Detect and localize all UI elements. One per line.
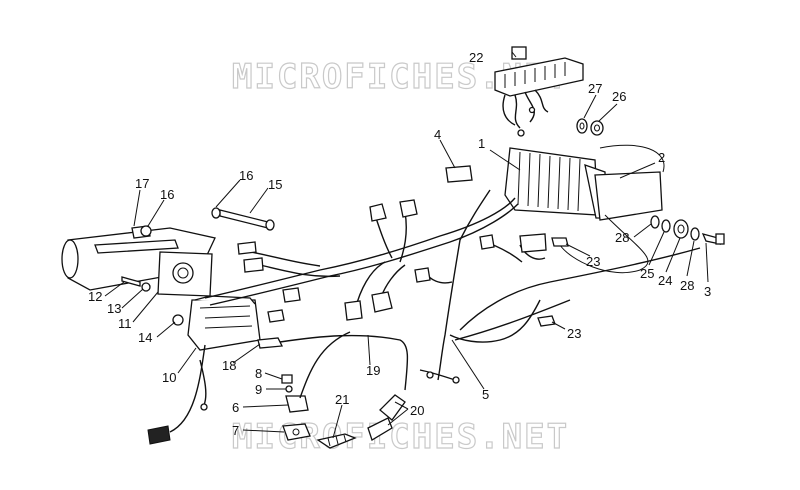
callout-23-lower: 23 xyxy=(567,326,581,341)
part-23-clip-upper xyxy=(551,237,569,247)
left-bracket-assembly xyxy=(61,227,216,297)
callout-16-left: 16 xyxy=(160,187,174,202)
callout-20: 20 xyxy=(410,403,424,418)
callout-7: 7 xyxy=(232,423,239,438)
callout-5: 5 xyxy=(482,387,489,402)
callout-2: 2 xyxy=(658,150,665,165)
part-14-nut xyxy=(172,314,184,326)
part-27-grommet xyxy=(576,118,588,134)
callout-17: 17 xyxy=(135,176,149,191)
callout-13: 13 xyxy=(107,301,121,316)
callout-10: 10 xyxy=(162,370,176,385)
part-8-screw xyxy=(281,374,293,384)
callout-23-upper: 23 xyxy=(586,254,600,269)
callout-28-upper: 28 xyxy=(615,230,629,245)
part-18-cap xyxy=(257,337,284,349)
callout-26: 26 xyxy=(612,89,626,104)
part-28-washer xyxy=(650,215,660,229)
part-28b-washer xyxy=(690,227,700,241)
callout-21: 21 xyxy=(335,392,349,407)
part-7-plate xyxy=(282,423,311,441)
part-12-screw xyxy=(121,276,141,287)
part-26-nut xyxy=(590,120,604,136)
watermark-bottom: MICROFICHES.NET xyxy=(232,417,569,457)
callout-14: 14 xyxy=(138,330,152,345)
callout-27: 27 xyxy=(588,81,602,96)
part-16-nut-top xyxy=(211,207,221,219)
ground-connector xyxy=(147,425,171,445)
part-24-grommet xyxy=(673,219,689,239)
part-16-nut-left xyxy=(140,225,152,237)
part-13-washer xyxy=(141,282,151,292)
callout-28-lower: 28 xyxy=(680,278,694,293)
leader-lines xyxy=(104,51,709,439)
callout-25: 25 xyxy=(640,266,654,281)
callout-22: 22 xyxy=(469,50,483,65)
callout-labels: 22 1 2 4 27 26 28 25 24 28 3 23 23 5 17 … xyxy=(88,50,711,438)
part-2-bracket xyxy=(594,171,663,221)
callout-1: 1 xyxy=(478,136,485,151)
callout-8: 8 xyxy=(255,366,262,381)
main-wiring-harness xyxy=(204,189,701,381)
callout-19: 19 xyxy=(366,363,380,378)
callout-12: 12 xyxy=(88,289,102,304)
part-20-plug-cap xyxy=(379,394,406,421)
part-10-coil xyxy=(187,295,261,351)
callout-3: 3 xyxy=(704,284,711,299)
callout-4: 4 xyxy=(434,127,441,142)
part-23-clip-lower xyxy=(537,315,556,327)
fuse-box-connector xyxy=(494,57,584,137)
callout-16-top: 16 xyxy=(239,168,253,183)
callout-24: 24 xyxy=(658,273,672,288)
callout-15: 15 xyxy=(268,177,282,192)
callout-9: 9 xyxy=(255,382,262,397)
part-9-washer xyxy=(285,385,293,393)
part-25-spacer xyxy=(661,219,671,233)
harness-connectors xyxy=(237,199,547,384)
callout-6: 6 xyxy=(232,400,239,415)
part-6-sensor xyxy=(285,395,309,413)
callout-11: 11 xyxy=(118,316,132,331)
part-15-bolt xyxy=(219,209,269,229)
part-1-control-unit xyxy=(504,147,607,219)
part-4-block xyxy=(445,165,473,183)
callout-18: 18 xyxy=(222,358,236,373)
part-22-cap xyxy=(511,46,527,60)
